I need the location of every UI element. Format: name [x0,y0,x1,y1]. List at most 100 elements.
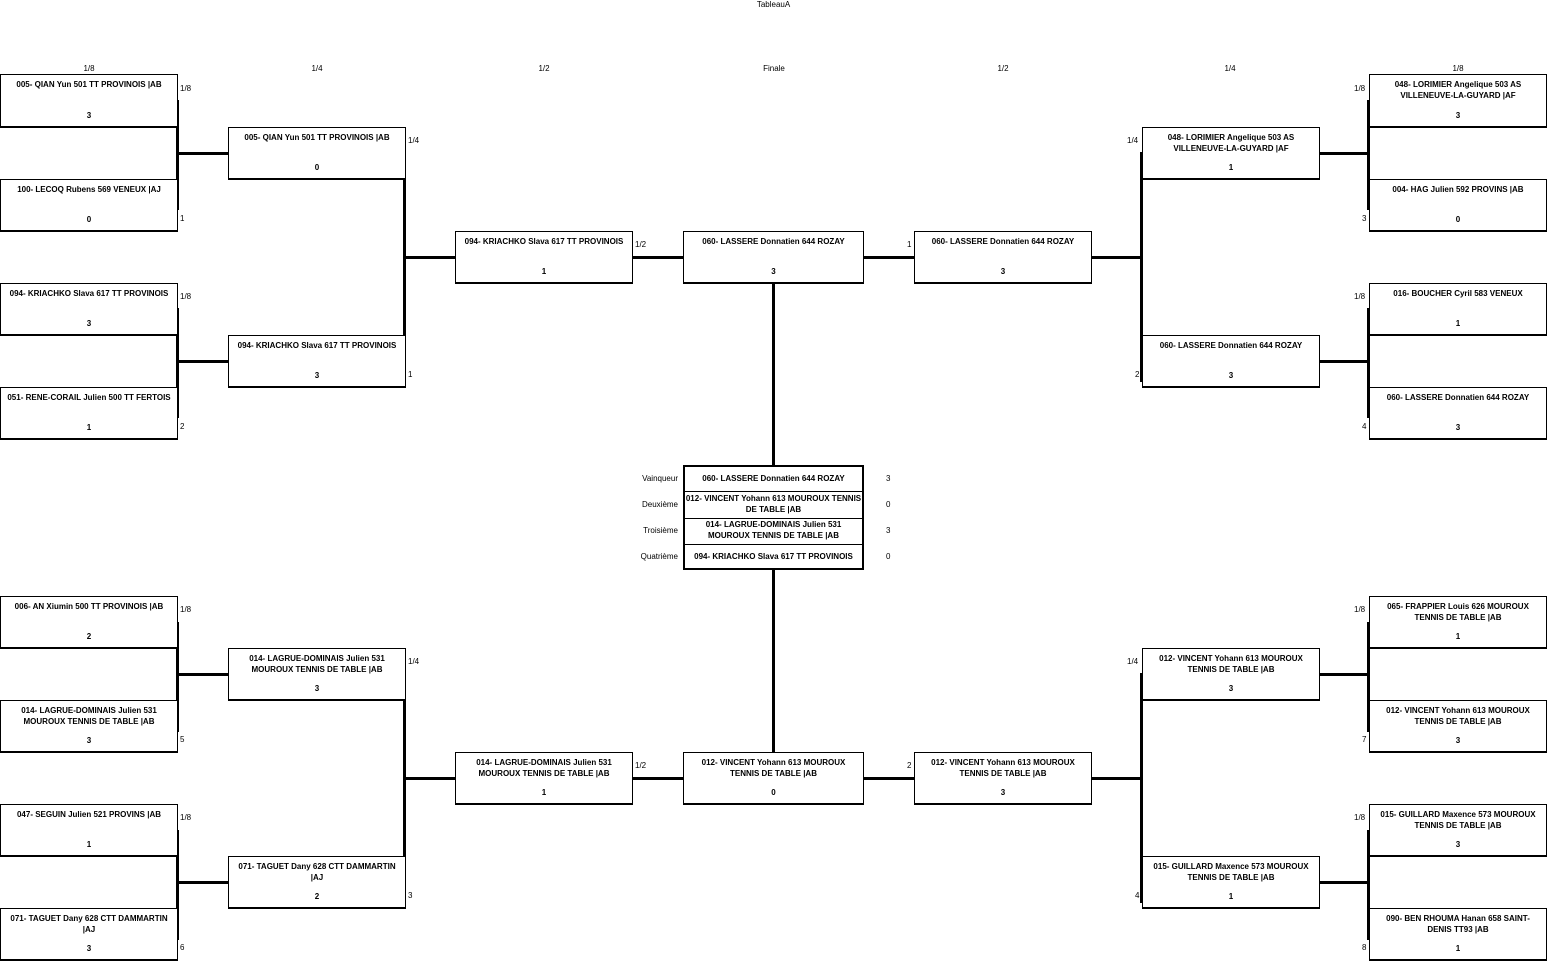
player-score: 2 [86,632,92,641]
match-box-l2b: 014- LAGRUE-DOMINAIS Julien 531 MOUROUX … [455,752,633,805]
match-box-l8h: 071- TAGUET Dany 628 CTT DAMMARTIN |AJ 3 [0,908,178,961]
results-box: 060- LASSERE Donnatien 644 ROZAY 012- VI… [683,465,864,570]
player-name: 014- LAGRUE-DOMINAIS Julien 531 MOUROUX … [249,654,385,674]
player-name: 048- LORIMIER Angelique 503 AS VILLENEUV… [1394,80,1522,100]
player-name: 015- GUILLARD Maxence 573 MOUROUX TENNIS… [1153,862,1309,882]
result-winner-score: 3 [886,474,891,483]
connector [177,152,229,155]
player-score: 3 [771,267,776,276]
result-label-fourth: Quatrième [640,552,678,561]
player-score: 3 [86,944,92,953]
player-score: 3 [1000,788,1006,797]
connector [772,570,775,752]
round-tag: 1/8 [1354,84,1366,93]
player-name: 014- LAGRUE-DOMINAIS Julien 531 MOUROUX … [21,706,157,726]
match-box-l8f: 014- LAGRUE-DOMINAIS Julien 531 MOUROUX … [0,700,178,753]
player-name: 014- LAGRUE-DOMINAIS Julien 531 MOUROUX … [476,758,612,778]
result-fourth-name: 094- KRIACHKO Slava 617 TT PROVINOIS [694,552,853,561]
player-name: 060- LASSERE Donnatien 644 ROZAY [702,237,845,246]
player-name: 006- AN Xiumin 500 TT PROVINOIS |AB [14,602,164,611]
player-score: 3 [314,371,320,380]
match-box-r2b: 012- VINCENT Yohann 613 MOUROUX TENNIS D… [914,752,1092,805]
match-box-r8h: 090- BEN RHOUMA Hanan 658 SAINT-DENIS TT… [1369,908,1547,961]
player-name: 094- KRIACHKO Slava 617 TT PROVINOIS [237,341,397,350]
seed-tag: 1 [408,370,413,379]
match-box-r8c: 016- BOUCHER Cyril 583 VENEUX 1 [1369,283,1547,336]
player-score: 3 [86,319,92,328]
match-box-final-bottom: 012- VINCENT Yohann 613 MOUROUX TENNIS D… [683,752,864,805]
player-score: 1 [86,423,92,432]
connector [403,673,406,903]
player-score: 2 [314,892,320,901]
player-name: 060- LASSERE Donnatien 644 ROZAY [1386,393,1530,402]
round-tag: 1/2 [635,761,647,770]
match-box-r4a: 048- LORIMIER Angelique 503 AS VILLENEUV… [1142,127,1320,180]
match-box-r4d: 015- GUILLARD Maxence 573 MOUROUX TENNIS… [1142,856,1320,909]
player-name: 051- RENE-CORAIL Julien 500 TT FERTOIS [7,393,171,402]
match-box-l4d: 071- TAGUET Dany 628 CTT DAMMARTIN |AJ 2 [228,856,406,909]
connector [632,256,684,259]
connector [1367,830,1370,940]
column-header-finale: Finale [763,64,785,73]
column-header-1-4-right: 1/4 [1224,64,1236,73]
connector [863,777,915,780]
seed-tag: 4 [1135,891,1140,900]
round-tag: 1/8 [1354,813,1366,822]
connector [177,673,229,676]
player-name: 048- LORIMIER Angelique 503 AS VILLENEUV… [1167,133,1295,153]
match-box-l8c: 094- KRIACHKO Slava 617 TT PROVINOIS 3 [0,283,178,336]
player-name: 100- LECOQ Rubens 569 VENEUX |AJ [17,185,161,194]
match-box-l8a: 005- QIAN Yun 501 TT PROVINOIS |AB 3 [0,74,178,128]
player-name: 060- LASSERE Donnatien 644 ROZAY [1159,341,1303,350]
match-box-r8f: 012- VINCENT Yohann 613 MOUROUX TENNIS D… [1369,700,1547,753]
column-header-1-4-left: 1/4 [311,64,323,73]
match-box-r4c: 012- VINCENT Yohann 613 MOUROUX TENNIS D… [1142,648,1320,701]
match-box-r2a: 060- LASSERE Donnatien 644 ROZAY 3 [914,231,1092,284]
match-box-l8d: 051- RENE-CORAIL Julien 500 TT FERTOIS 1 [0,387,178,440]
connector [176,622,179,732]
divider [685,518,862,519]
player-score: 3 [1228,371,1234,380]
match-box-l8b: 100- LECOQ Rubens 569 VENEUX |AJ 0 [0,179,178,232]
player-score: 0 [314,163,320,172]
seed-tag: 3 [408,891,413,900]
round-tag: 1/8 [180,292,192,301]
match-box-l2a: 094- KRIACHKO Slava 617 TT PROVINOIS 1 [455,231,633,284]
result-label-winner: Vainqueur [642,474,678,483]
result-label-second: Deuxième [641,500,678,509]
connector [1091,777,1143,780]
player-name: 012- VINCENT Yohann 613 MOUROUX TENNIS D… [931,758,1075,778]
match-box-r4b: 060- LASSERE Donnatien 644 ROZAY 3 [1142,335,1320,388]
result-third-name: 014- LAGRUE-DOMINAIS Julien 531 MOUROUX … [705,520,842,540]
connector [177,881,229,884]
round-tag: 1/4 [408,136,420,145]
result-third-score: 3 [886,526,891,535]
connector [176,308,179,418]
connector [1367,622,1370,732]
seed-tag: 2 [1135,370,1140,379]
connector [176,100,179,210]
seed-tag: 4 [1362,422,1367,431]
connector [1319,673,1370,676]
seed-tag: 1 [907,240,912,249]
seed-tag: 1 [180,214,185,223]
match-box-l8g: 047- SEGUIN Julien 521 PROVINS |AB 1 [0,804,178,857]
column-header-1-8-right: 1/8 [1452,64,1464,73]
connector [1091,256,1143,259]
column-header-1-8-left: 1/8 [83,64,95,73]
seed-tag: 7 [1362,735,1367,744]
player-score: 3 [314,684,320,693]
player-score: 3 [1455,423,1461,432]
connector [863,256,915,259]
match-box-l4c: 014- LAGRUE-DOMINAIS Julien 531 MOUROUX … [228,648,406,701]
connector [177,360,229,363]
connector [176,830,179,940]
connector [1319,881,1370,884]
round-tag: 1/2 [635,240,647,249]
player-score: 1 [1228,892,1234,901]
player-score: 3 [86,111,92,120]
player-score: 3 [1228,684,1234,693]
player-score: 1 [1455,319,1461,328]
player-name: 004- HAG Julien 592 PROVINS |AB [1392,185,1524,194]
player-score: 3 [1455,111,1461,120]
